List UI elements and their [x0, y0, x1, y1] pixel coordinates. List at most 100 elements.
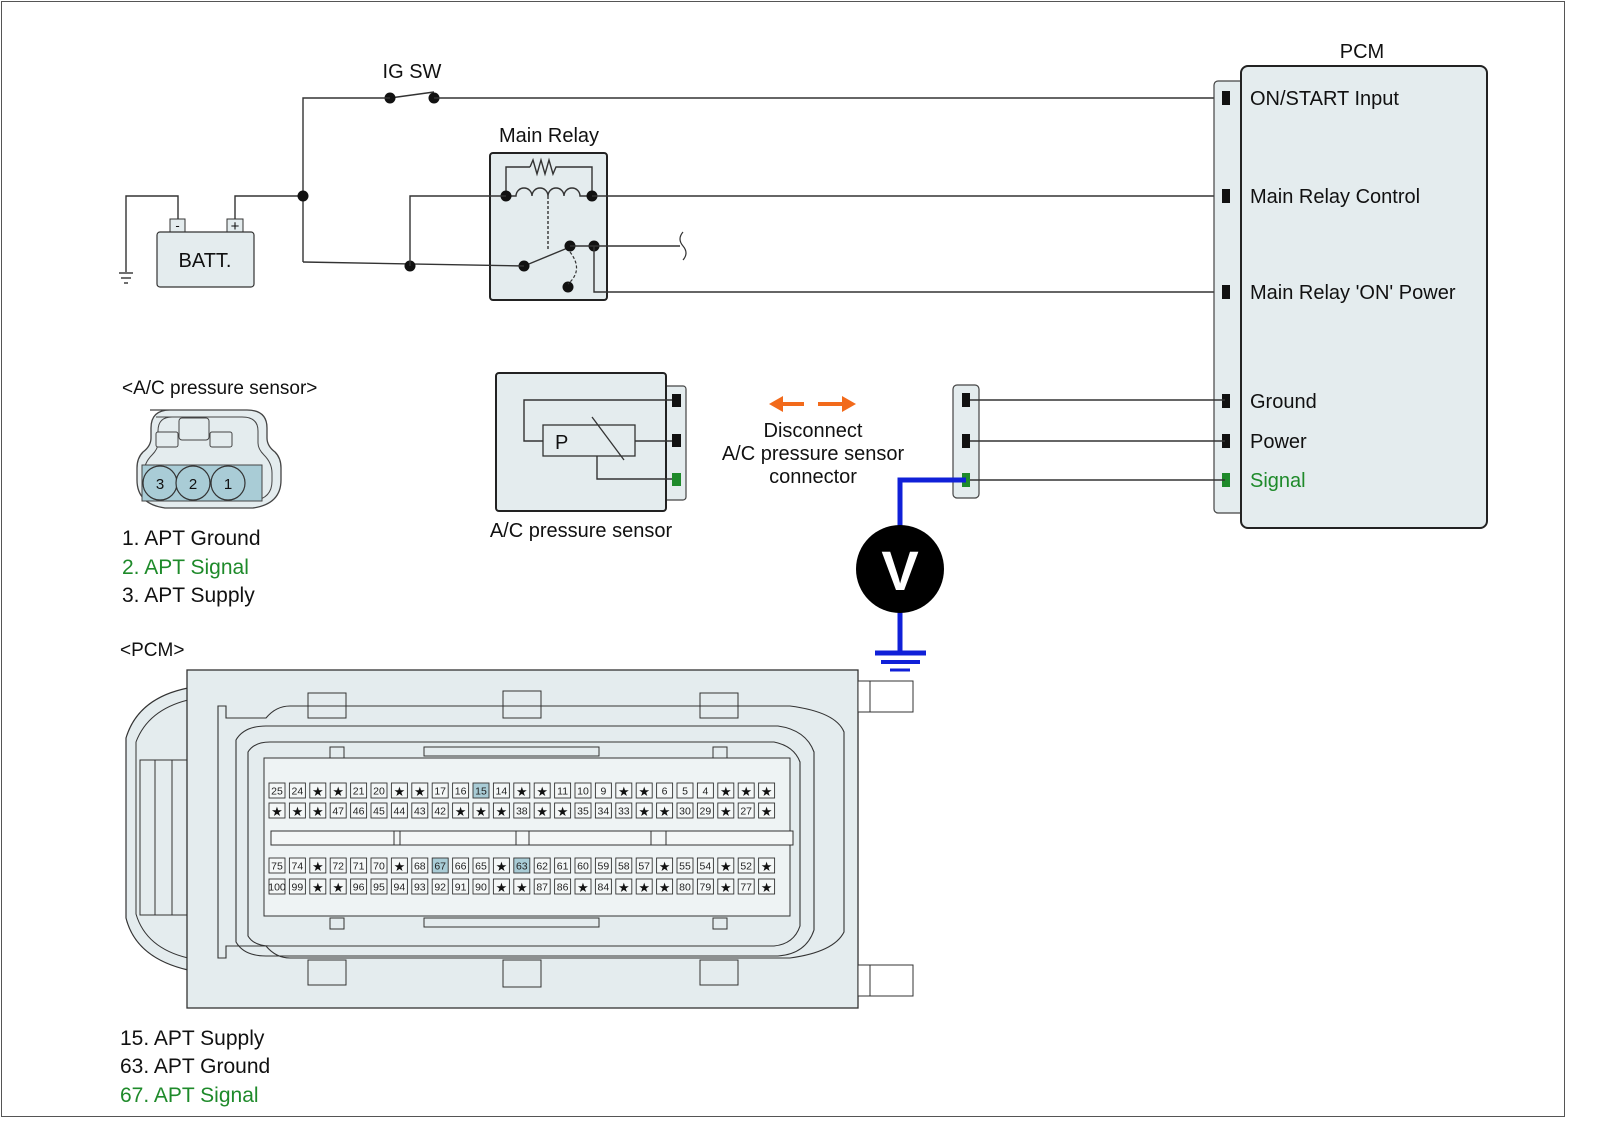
pcm-pin-72 [329, 857, 347, 874]
pcm-pin-67 [431, 857, 449, 874]
pcm-pin-75 [268, 857, 286, 874]
pcm-pin-unused [513, 878, 531, 895]
sensor-pin-1 [210, 465, 246, 501]
pcm-pin-number: 95 [373, 882, 385, 894]
pcm-pin-number: 35 [577, 806, 589, 818]
pcm-pin-number: 94 [394, 882, 406, 894]
pcm-pin-number: 54 [700, 861, 712, 873]
star-icon: ★ [332, 881, 344, 896]
pcm-pin-label: ON/START Input [1250, 88, 1399, 110]
pcm-pin-number: 46 [353, 806, 365, 818]
pcm-pin-number: 21 [353, 786, 365, 798]
sensor-label: A/C pressure sensor [490, 520, 673, 542]
pcm-pin-61 [554, 857, 572, 874]
pcm-pin-93 [411, 878, 429, 895]
diagram-frame [1, 1, 1565, 1117]
battery-pos-terminal: + [231, 218, 240, 235]
pcm-pin-unused [472, 802, 490, 819]
star-icon: ★ [455, 805, 467, 820]
pcm-pin-unused [492, 857, 510, 874]
pcm-pin-marker [1222, 189, 1230, 203]
pcm-pin-number: 47 [332, 806, 344, 818]
pcm-pin-unused [635, 878, 653, 895]
pcm-pin-number: 70 [373, 861, 385, 873]
star-icon: ★ [292, 805, 304, 820]
pcm-pin-number: 63 [516, 861, 528, 873]
pcm-pin-number: 25 [271, 786, 283, 798]
pcm-pin-unused [268, 802, 286, 819]
pcm-pin-number: 4 [702, 786, 708, 798]
disconnect-arrows-icon [769, 396, 856, 412]
ac-pressure-sensor: P A/C pressure sensor [490, 372, 687, 542]
pcm-pin-79 [696, 878, 714, 895]
star-icon: ★ [312, 860, 324, 875]
pcm-pin-44 [390, 802, 408, 819]
pcm-pin-unused [390, 782, 408, 799]
pcm-pin-unused [615, 782, 633, 799]
pcm-pin-94 [390, 878, 408, 895]
pcm-pin-55 [676, 857, 694, 874]
star-icon: ★ [312, 785, 324, 800]
sensor-legend-3: 3. APT Supply [122, 584, 255, 607]
pcm-pin-number: 5 [682, 786, 688, 798]
star-icon: ★ [638, 805, 650, 820]
pcm-pin-92 [431, 878, 449, 895]
pcm-pin-number: 75 [271, 861, 283, 873]
star-icon: ★ [618, 881, 630, 896]
harness-connector [952, 384, 1225, 499]
pcm-pin-unused [758, 878, 776, 895]
pcm-pin-46 [350, 802, 368, 819]
pcm-pin-number: 84 [598, 882, 610, 894]
pcm-pin-52 [737, 857, 755, 874]
pcm-pin-5 [676, 782, 694, 799]
pcm-pin-21 [350, 782, 368, 799]
pcm-pin-number: 91 [455, 882, 467, 894]
pcm-pin-number: 92 [434, 882, 446, 894]
star-icon: ★ [536, 805, 548, 820]
pcm-pin-10 [574, 782, 592, 799]
pcm-pin-number: 60 [577, 861, 589, 873]
star-icon: ★ [536, 785, 548, 800]
pcm-pin-marker [1222, 434, 1230, 448]
pcm-pin-unused [533, 782, 551, 799]
pcm-pin-label: Main Relay 'ON' Power [1250, 282, 1456, 304]
pcm-pin-unused [635, 782, 653, 799]
pcm-pin-number: 42 [434, 806, 446, 818]
sensor-symbol: P [555, 432, 568, 454]
pcm-pin-68 [411, 857, 429, 874]
pcm-pin-unused [513, 782, 531, 799]
voltmeter-symbol: V [881, 539, 918, 602]
star-icon: ★ [761, 860, 773, 875]
sensor-pin-number: 2 [189, 476, 197, 493]
main-relay-label: Main Relay [499, 125, 599, 147]
ig-sw-label: IG SW [383, 61, 442, 83]
pcm-pin-number: 100 [268, 882, 286, 894]
pcm-pin-unused [452, 802, 470, 819]
pcm-pin-number: 34 [598, 806, 610, 818]
pcm-pin-number: 79 [700, 882, 712, 894]
pcm-pin-number: 74 [292, 861, 304, 873]
star-icon: ★ [761, 881, 773, 896]
voltmeter: V [856, 477, 966, 672]
pcm-pin-number: 45 [373, 806, 385, 818]
star-icon: ★ [312, 805, 324, 820]
instruction-line-1: Disconnect [764, 420, 863, 442]
pcm-pin-unused [656, 802, 674, 819]
pcm-pin-100 [268, 878, 286, 895]
pcm-pin-marker [1222, 285, 1230, 299]
star-icon: ★ [638, 881, 650, 896]
pcm-pin-number: 68 [414, 861, 426, 873]
pcm-pin-label: Signal [1250, 470, 1306, 492]
pcm-pin-number: 20 [373, 786, 385, 798]
star-icon: ★ [496, 860, 508, 875]
pcm-pin-71 [350, 857, 368, 874]
pcm-pin-number: 86 [557, 882, 569, 894]
pcm-pin-number: 71 [353, 861, 365, 873]
sensor-connector-title: <A/C pressure sensor> [122, 378, 317, 399]
pcm-pin-34 [594, 802, 612, 819]
pcm-pin-80 [676, 878, 694, 895]
pcm-pin-29 [696, 802, 714, 819]
sensor-legend-1: 1. APT Ground [122, 527, 261, 550]
pcm-pin-number: 33 [618, 806, 630, 818]
